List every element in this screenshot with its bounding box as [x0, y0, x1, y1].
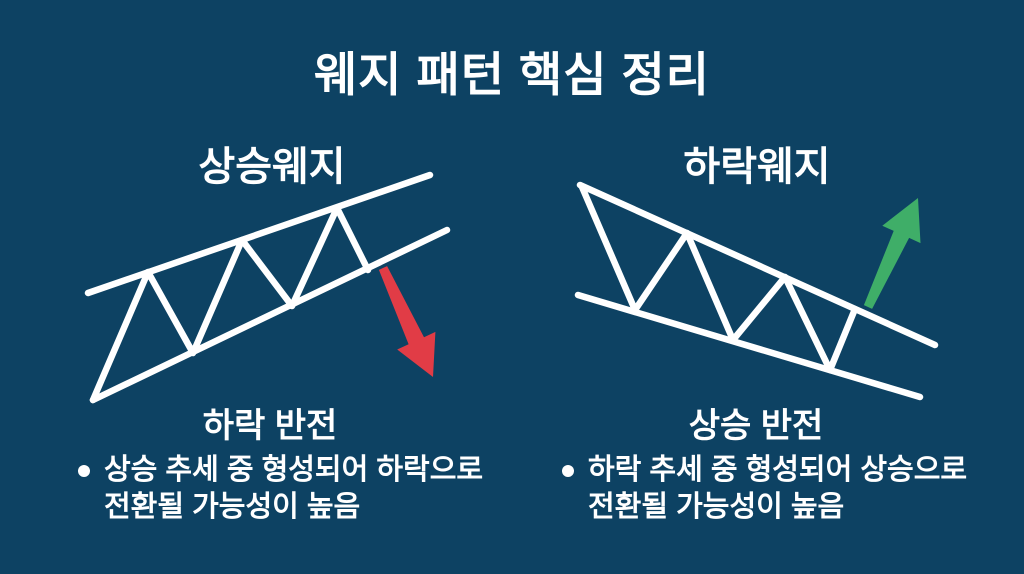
up-arrow-icon	[863, 198, 921, 309]
falling-wedge-reversal-label: 상승 반전	[688, 407, 824, 445]
bullet-text: 상승 추세 중 형성되어 하락으로 전환될 가능성이 높음	[104, 452, 483, 526]
rising-wedge-diagram	[84, 171, 451, 404]
falling-wedge-heading: 하락웨지	[683, 145, 831, 189]
rising-wedge-bullet: 상승 추세 중 형성되어 하락으로 전환될 가능성이 높음	[78, 452, 518, 526]
rising-wedge-zigzag	[89, 204, 372, 404]
page-title: 웨지 패턴 핵심 정리	[313, 48, 711, 101]
falling-wedge-bullet: 하락 추세 중 형성되어 상승으로 전환될 가능성이 높음	[562, 452, 1002, 526]
down-arrow-icon	[378, 266, 436, 377]
bullet-dot	[562, 465, 574, 477]
falling-wedge-zigzag	[578, 183, 859, 374]
rising-wedge-upper-trendline	[84, 171, 434, 297]
rising-wedge-heading: 상승웨지	[198, 145, 346, 189]
falling-wedge-upper-trendline	[576, 181, 939, 349]
bullet-line: 하락 추세 중 형성되어 상승으로	[588, 454, 968, 486]
rising-wedge-reversal-label: 하락 반전	[202, 407, 338, 445]
bullet-line: 상승 추세 중 형성되어 하락으로	[104, 454, 484, 486]
rising-wedge-lower-trendline	[89, 226, 451, 404]
falling-wedge-diagram	[574, 181, 939, 401]
bullet-line: 전환될 가능성이 높음	[588, 491, 845, 524]
bullet-text: 하락 추세 중 형성되어 상승으로 전환될 가능성이 높음	[588, 452, 967, 526]
falling-wedge-lower-trendline	[574, 291, 924, 401]
bullet-line: 전환될 가능성이 높음	[104, 491, 361, 524]
bullet-dot	[78, 465, 90, 477]
